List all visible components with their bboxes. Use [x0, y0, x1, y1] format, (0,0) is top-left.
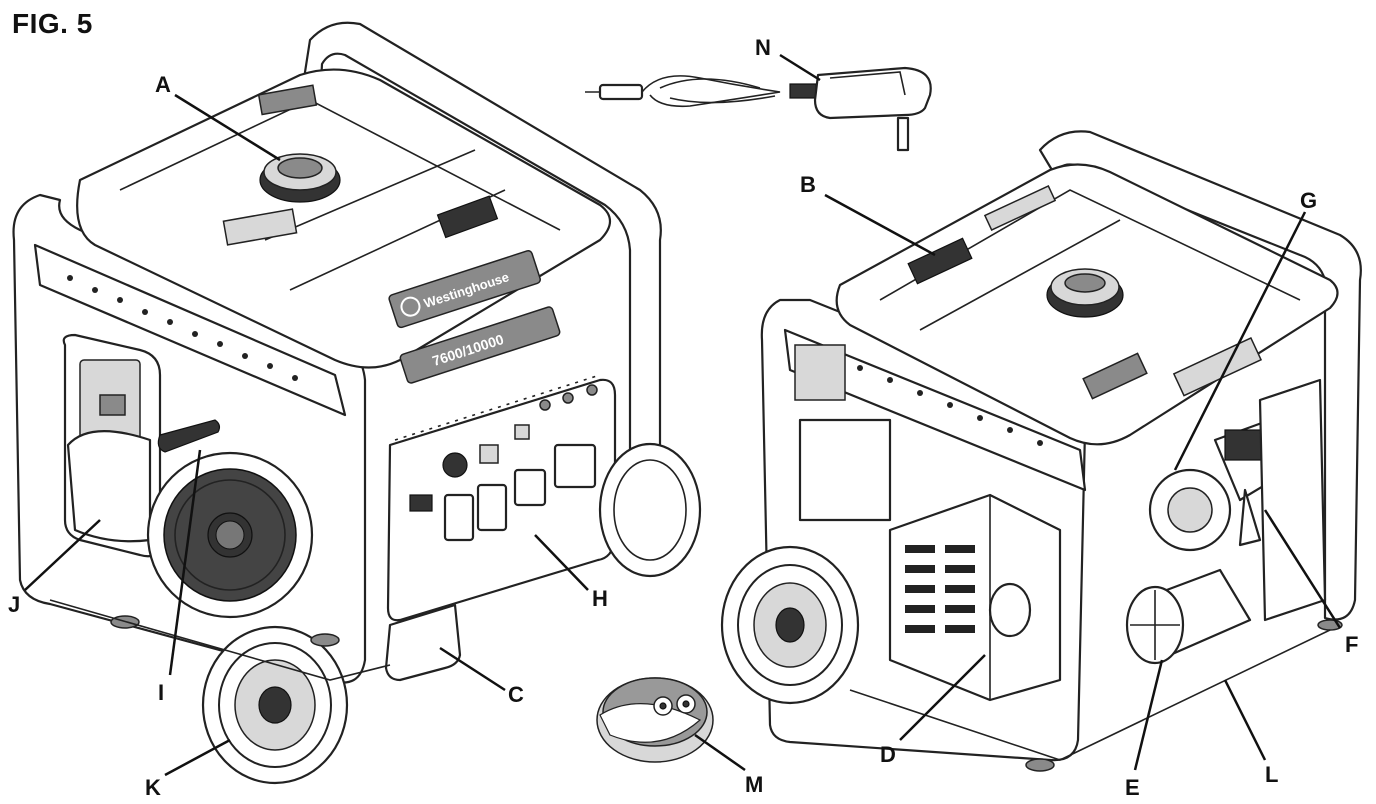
callout-n: N — [755, 35, 771, 60]
callout-g: G — [1300, 188, 1317, 213]
callout-a: A — [155, 72, 171, 97]
recoil-handle — [157, 419, 221, 453]
callout-h: H — [592, 586, 608, 611]
callout-c: C — [508, 682, 524, 707]
right-generator — [720, 130, 1362, 772]
callout-m: M — [745, 772, 763, 797]
battery-box — [384, 603, 462, 682]
right-wheel — [720, 545, 860, 705]
callout-b: B — [800, 172, 816, 197]
oil-fill — [1125, 568, 1252, 665]
left-generator: Westinghouse 7600/10000 — [12, 21, 702, 785]
callout-l: L — [1265, 762, 1278, 787]
callout-k: K — [145, 775, 161, 800]
right-control-strip — [907, 237, 973, 285]
left-vent-holes — [67, 275, 298, 381]
right-fuel-cap — [1046, 268, 1124, 318]
figure-title: FIG. 5 — [12, 8, 93, 39]
callout-f: F — [1345, 632, 1358, 657]
callout-labels: A B C D E F G H I J K L M N — [8, 35, 1358, 800]
recoil-starter — [146, 451, 314, 619]
left-vent-panel — [33, 243, 347, 417]
leader-lines — [24, 53, 1342, 777]
left-fuel-cap — [259, 153, 341, 203]
callout-j: J — [8, 592, 20, 617]
left-rear-wheel — [598, 442, 702, 578]
remote-fob — [596, 677, 714, 763]
callout-i: I — [158, 680, 164, 705]
callout-e: E — [1125, 775, 1140, 800]
muffler — [888, 493, 1062, 702]
control-panel-components — [409, 384, 598, 542]
battery-charger — [585, 66, 932, 152]
left-front-wheel — [201, 625, 349, 785]
callout-d: D — [880, 742, 896, 767]
